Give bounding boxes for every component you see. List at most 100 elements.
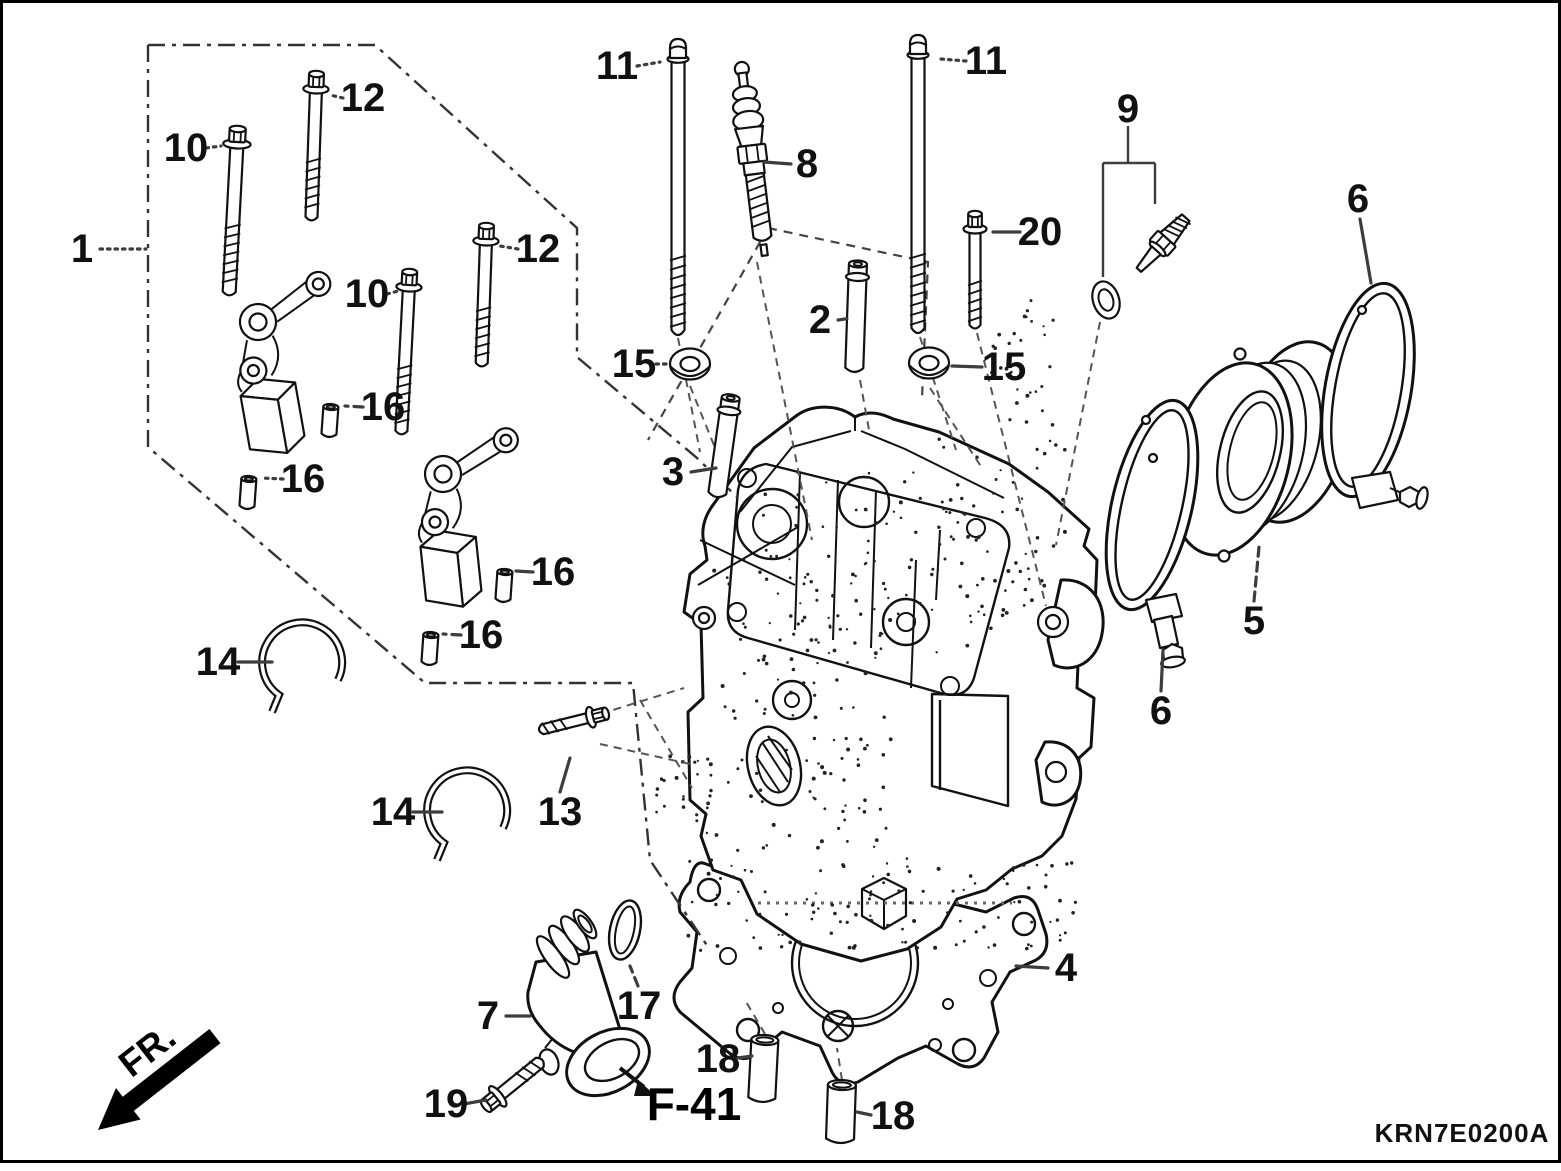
part-o-ring (607, 899, 643, 961)
part-flange-bolt (472, 221, 500, 368)
callout-number: 15 (982, 345, 1027, 389)
callout-number: 15 (612, 342, 657, 386)
part-flange-bolt (394, 267, 423, 436)
callout-number: 10 (164, 126, 209, 170)
callout-number: 5 (1243, 599, 1265, 643)
callout-leader (855, 1110, 873, 1117)
callout-leader (1014, 964, 1050, 970)
callout-number: 16 (361, 385, 406, 429)
part-callout-2: 2 (809, 298, 854, 342)
part-callout-11: 11 (596, 44, 662, 88)
part-callout-12: 12 (498, 227, 561, 271)
part-callout-14: 14 (371, 790, 444, 834)
part-rocker-clip (423, 766, 512, 862)
insulator-and-clamps (1104, 281, 1429, 669)
callout-number: 7 (477, 994, 499, 1038)
part-callout-19: 19 (424, 1082, 488, 1126)
part-callout-15: 15 (950, 345, 1027, 389)
part-dowel-pin (420, 630, 440, 667)
callout-leader (441, 632, 463, 637)
callout-number: 18 (871, 1094, 916, 1138)
part-cylinder-stud (666, 37, 690, 337)
part-flange-bolt (302, 69, 330, 222)
callout-number: 9 (1117, 87, 1139, 131)
part-callout-18: 18 (855, 1094, 916, 1138)
parts-layer (221, 33, 1192, 1145)
part-callout-16: 16 (260, 457, 325, 501)
callout-number: 4 (1055, 946, 1078, 990)
part-callout-8: 8 (762, 142, 818, 186)
callout-leader (689, 466, 718, 474)
diagram-code: KRN7E0200A (1375, 1118, 1550, 1148)
callout-leader (260, 476, 285, 481)
callout-number: 12 (516, 227, 561, 271)
callout-leader (462, 1098, 488, 1106)
callout-number: 11 (596, 44, 638, 88)
callout-number: 18 (696, 1037, 741, 1081)
part-callout-15: 15 (612, 342, 669, 386)
sensor-sealing-washer (1091, 280, 1121, 320)
callout-number: 16 (459, 613, 504, 657)
callout-leader (950, 364, 984, 369)
part-callout-11: 11 (939, 39, 1007, 83)
part-dowel-pin (320, 402, 340, 439)
assembly-guide-lines (146, 43, 1157, 1081)
part-dowel-pin-large (747, 1033, 780, 1104)
callout-number: 12 (341, 76, 386, 120)
callout-leader (635, 60, 662, 68)
part-callout-6: 6 (1347, 177, 1373, 285)
stipple-shading (655, 299, 1077, 953)
part-dowel-pin (238, 474, 258, 511)
callout-number: 14 (196, 640, 241, 684)
callout-number: 8 (796, 142, 818, 186)
part-callout-14: 14 (196, 640, 274, 684)
callout-number: 6 (1347, 177, 1369, 221)
part-callout-10: 10 (164, 126, 223, 170)
callout-leader (628, 964, 640, 988)
callout-leader (514, 569, 535, 574)
callout-leader (736, 1054, 754, 1060)
part-valve-guide (844, 259, 871, 374)
part-callout-7: 7 (477, 994, 532, 1038)
part-flange-bolt (962, 209, 988, 330)
callout-leader (1159, 648, 1165, 693)
callout-leader (328, 93, 345, 100)
callout-number: 6 (1150, 689, 1172, 733)
part-valve-guide (707, 393, 742, 499)
callout-leader (498, 244, 520, 251)
part-callout-1: 1 (71, 227, 148, 271)
callout-leader (343, 404, 365, 409)
figure-ref-arrowhead (634, 1080, 656, 1096)
figure-ref-label: F-41 (647, 1078, 742, 1130)
part-callout-13: 13 (538, 756, 582, 834)
callout-leader (204, 144, 223, 150)
part-callout-5: 5 (1243, 545, 1265, 643)
callout-leader (836, 316, 854, 322)
part-callout-10: 10 (345, 272, 400, 316)
front-arrow-icon (98, 1028, 221, 1130)
part-callout-17: 17 (617, 964, 662, 1028)
part-sealing-washer (668, 347, 712, 381)
callout-number: 1 (71, 227, 93, 271)
figure-reference: F-41 (618, 1066, 742, 1130)
callout-leader (558, 756, 572, 794)
part-rocker-clip (258, 618, 347, 714)
water-elbow (526, 908, 651, 1098)
callout-number: 16 (531, 550, 576, 594)
callout-number: 19 (424, 1082, 469, 1126)
callout-leader (762, 160, 793, 166)
part-callout-9: 9 (1117, 87, 1139, 131)
callout-number: 11 (965, 39, 1007, 83)
part-callout-16: 16 (441, 613, 504, 657)
part-callout-18: 18 (696, 1037, 754, 1081)
part-callout-12: 12 (328, 76, 386, 120)
part-callout-3: 3 (662, 450, 718, 494)
callout-number: 3 (662, 450, 684, 494)
callout-number: 14 (371, 790, 416, 834)
part-callout-4: 4 (1014, 946, 1078, 990)
part-callout-16: 16 (343, 385, 406, 429)
callout-number: 17 (617, 984, 662, 1028)
